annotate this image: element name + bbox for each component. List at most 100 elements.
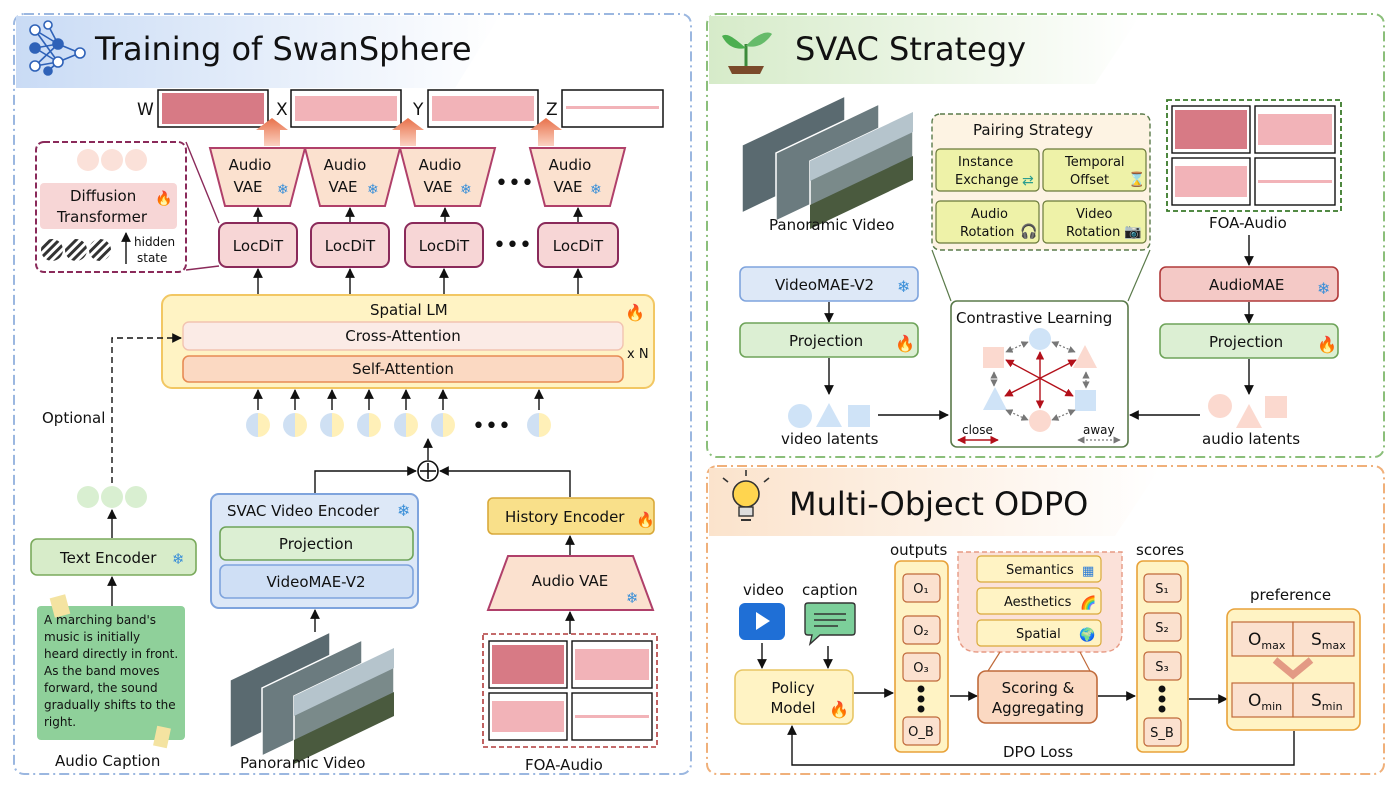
policy-model-box bbox=[734, 669, 854, 725]
history-audio-vae bbox=[486, 555, 655, 611]
up-arrow-1 bbox=[256, 118, 288, 146]
svac-video-encoder-label: SVAC Video Encoder bbox=[227, 502, 380, 520]
waveform-y-signal bbox=[432, 96, 534, 121]
camera-icon: 📷 bbox=[1124, 224, 1141, 240]
video-projection-label: Projection bbox=[279, 535, 353, 553]
text-token-1 bbox=[77, 486, 99, 508]
diffusion-line1: Diffusion bbox=[70, 187, 136, 205]
channel-label-z: Z bbox=[546, 100, 558, 120]
text-token-3 bbox=[125, 486, 147, 508]
up-arrow-3 bbox=[530, 118, 562, 146]
semantics-label: Semantics bbox=[1006, 563, 1074, 578]
headphones-icon: 🎧 bbox=[1020, 223, 1037, 240]
ellipsis-tokens: ••• bbox=[472, 414, 511, 439]
output-item-b-label: O_B bbox=[908, 725, 934, 740]
svac-projection-left-label: Projection bbox=[789, 332, 863, 350]
repeat-label: x N bbox=[627, 347, 649, 362]
cl-circle-bottom bbox=[1029, 410, 1051, 432]
inset-noise-2 bbox=[65, 239, 87, 261]
score-item-b-label: S_B bbox=[1150, 726, 1174, 741]
svg-text:Audio: Audio bbox=[419, 156, 462, 174]
cl-close-arrows bbox=[1004, 351, 1077, 409]
inset-connector-bottom bbox=[185, 265, 220, 271]
panoramic-video-label-right: Panoramic Video bbox=[769, 216, 894, 234]
locdit-to-vae-arrows bbox=[253, 207, 583, 222]
audio-latent-square bbox=[1265, 396, 1287, 418]
caption-tape-bottom bbox=[153, 725, 171, 749]
video-projection-box bbox=[219, 526, 414, 561]
training-title: Training of SwanSphere bbox=[94, 30, 472, 68]
audio-vae-2: Audio VAE ❄ bbox=[303, 147, 402, 207]
o-max-label: Omax bbox=[1248, 630, 1286, 652]
svg-text:VAE: VAE bbox=[233, 178, 262, 196]
text-encoder-box bbox=[30, 538, 197, 576]
cl-triangle-left bbox=[983, 387, 1007, 410]
self-attention-box bbox=[182, 355, 624, 383]
cross-attention-label: Cross-Attention bbox=[345, 327, 460, 345]
caption-text: A marching band's music is initially hea… bbox=[44, 613, 178, 729]
o-max-cell bbox=[1231, 621, 1294, 657]
hourglass-icon: ⌛ bbox=[1128, 171, 1145, 188]
caption-label-odpo: caption bbox=[802, 581, 858, 599]
panoramic-video-frames-left bbox=[229, 630, 395, 766]
spatial-label: Spatial bbox=[1016, 627, 1061, 642]
frozen-icon: ❄ bbox=[460, 182, 472, 198]
training-title-band bbox=[16, 16, 500, 88]
audio-latent-triangle bbox=[1236, 404, 1262, 428]
criteria-connector-right bbox=[1079, 651, 1091, 672]
video-latent-square bbox=[848, 405, 870, 427]
scores-label: scores bbox=[1136, 541, 1184, 559]
criteria-connector-left bbox=[987, 651, 1001, 672]
video-rotation-box bbox=[1042, 200, 1147, 244]
audiomae-label: AudioMAE bbox=[1209, 276, 1284, 294]
svac-projection-left-box bbox=[739, 322, 919, 358]
svac-title-band bbox=[709, 16, 1140, 84]
pairing-connector-left bbox=[931, 249, 952, 302]
odpo-title-band bbox=[709, 468, 1160, 536]
frozen-icon: ❄ bbox=[367, 182, 379, 198]
lm-to-locdit-arrows bbox=[253, 268, 583, 296]
cross-attention-box bbox=[182, 321, 624, 351]
cl-square-left bbox=[983, 347, 1004, 368]
waveform-z-signal bbox=[566, 106, 659, 109]
frozen-icon: ❄ bbox=[590, 182, 602, 198]
pairing-connector-right bbox=[1127, 249, 1151, 302]
cl-away-arrows bbox=[990, 341, 1090, 421]
aesthetics-box bbox=[976, 587, 1102, 615]
fire-icon: 🔥 bbox=[1317, 335, 1337, 354]
exchange-icon: ⇄ bbox=[1022, 173, 1034, 189]
audio-rot-line1: Audio bbox=[971, 207, 1008, 222]
optional-label: Optional bbox=[42, 409, 105, 427]
sprout-icon bbox=[722, 32, 772, 74]
instance-line1: Instance bbox=[958, 155, 1013, 170]
s-max-cell bbox=[1292, 621, 1355, 657]
semantics-icon: ▦ bbox=[1082, 564, 1094, 579]
instance-exchange-box bbox=[935, 148, 1040, 192]
svac-videomae-label: VideoMAE-V2 bbox=[775, 276, 874, 294]
odpo-title: Multi-Object ODPO bbox=[789, 485, 1088, 523]
temporal-line2: Offset bbox=[1070, 173, 1109, 188]
video-encoder-to-plus bbox=[314, 466, 417, 494]
video-latent-circle bbox=[788, 404, 812, 428]
s-min-cell bbox=[1292, 682, 1355, 718]
output-item-b bbox=[902, 716, 941, 746]
preference-label: preference bbox=[1250, 586, 1331, 604]
score-item-1-label: S₁ bbox=[1155, 582, 1168, 597]
video-rot-line2: Rotation bbox=[1066, 225, 1120, 240]
hidden-line1: hidden bbox=[134, 235, 175, 249]
panoramic-video-frames-right bbox=[741, 94, 914, 231]
svg-text:As the band moves: As the band moves bbox=[44, 664, 160, 678]
frozen-icon: ❄ bbox=[1317, 279, 1330, 298]
audio-latents-label: audio latents bbox=[1202, 430, 1300, 448]
frozen-icon: ❄ bbox=[397, 501, 410, 520]
token-row bbox=[246, 413, 551, 437]
svac-videomae-box bbox=[739, 266, 919, 302]
preference-chevron bbox=[1272, 657, 1314, 680]
locdit-2: LocDiT bbox=[310, 222, 390, 268]
output-item-2 bbox=[902, 615, 941, 645]
history-encoder-box bbox=[487, 497, 655, 535]
inset-token-3 bbox=[125, 149, 147, 171]
chat-bubble-icon bbox=[804, 602, 856, 646]
policy-line2: Model bbox=[770, 699, 815, 717]
